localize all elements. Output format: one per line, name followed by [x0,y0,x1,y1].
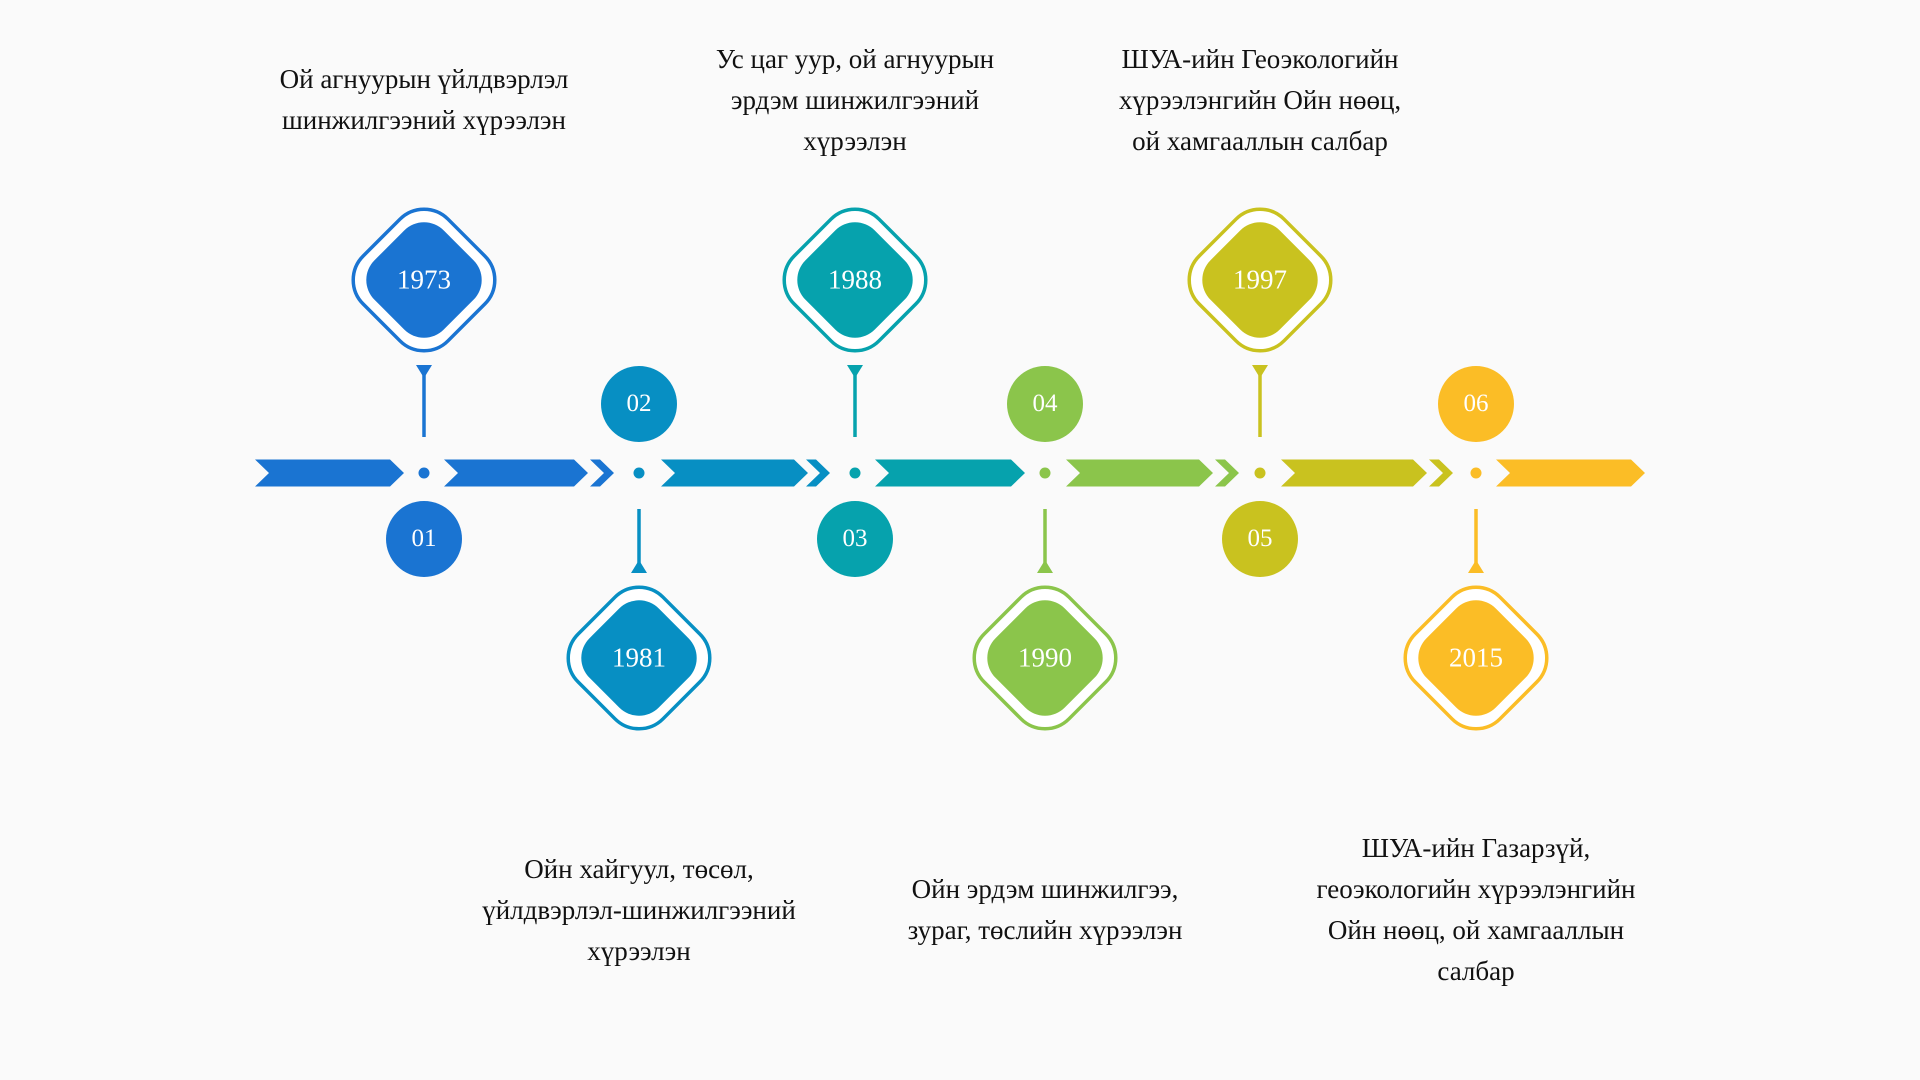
timeline-dot [1254,467,1266,479]
number-circle [1222,501,1298,577]
pointer-triangle [416,365,432,378]
timeline-dot [633,467,645,479]
timeline-arrow-segment [1281,459,1427,487]
year-label: 1997 [1233,264,1287,295]
pointer-triangle [1252,365,1268,378]
diamond-badge [366,222,482,338]
timeline-arrow-segment [255,459,404,487]
milestone-description: Ойн эрдэм шинжилгээ, зураг, төслийн хүрэ… [907,874,1183,945]
milestone-description: ШУА-ийн Геоэкологийн хүрээлэнгийн Ойн нө… [1118,43,1402,156]
number-circle [601,366,677,442]
step-number: 04 [1032,390,1058,417]
double-chevron-icon [590,459,614,487]
diamond-badge [797,222,913,338]
pointer-triangle [631,560,647,573]
timeline-arrow-segment [661,459,808,487]
timeline-dot [418,467,430,479]
diamond-badge [1202,222,1318,338]
year-label: 1990 [1018,642,1072,673]
timeline-arrow-segment [875,459,1025,487]
number-circle [1438,366,1514,442]
pointer-triangle [1037,560,1053,573]
year-label: 2015 [1449,642,1503,673]
step-number: 01 [411,525,437,552]
timeline-arrow-segment [1066,459,1213,487]
diamond-badge [987,600,1103,716]
pointer-triangle [847,365,863,378]
double-chevron-icon [806,459,830,487]
year-label: 1988 [828,264,882,295]
timeline-arrow-segment [444,459,588,487]
timeline-arrow-segment [1496,459,1645,487]
step-number: 06 [1463,390,1489,417]
double-chevron-icon [1215,459,1239,487]
milestone-description: ШУА-ийн Газарзүй, геоэкологийн хүрээлэнг… [1316,833,1636,986]
year-label: 1973 [397,264,451,295]
milestone-description: Ой агнуурын үйлдвэрлэл шинжилгээний хүрэ… [279,64,569,135]
number-circle [1007,366,1083,442]
timeline-dot [849,467,861,479]
number-circle [817,501,893,577]
double-chevron-icon [1429,459,1453,487]
year-label: 1981 [612,642,666,673]
timeline-dot [1039,467,1051,479]
step-number: 03 [842,525,868,552]
milestone-description: Ус цаг уур, ой агнуурын эрдэм шинжилгээн… [715,43,995,156]
number-circle [386,501,462,577]
milestone-description: Ойн хайгуул, төсөл, үйлдвэрлэл-шинжилгээ… [482,853,796,966]
step-number: 05 [1247,525,1273,552]
pointer-triangle [1468,560,1484,573]
step-number: 02 [626,390,652,417]
diamond-badge [1418,600,1534,716]
diamond-badge [581,600,697,716]
timeline-dot [1470,467,1482,479]
